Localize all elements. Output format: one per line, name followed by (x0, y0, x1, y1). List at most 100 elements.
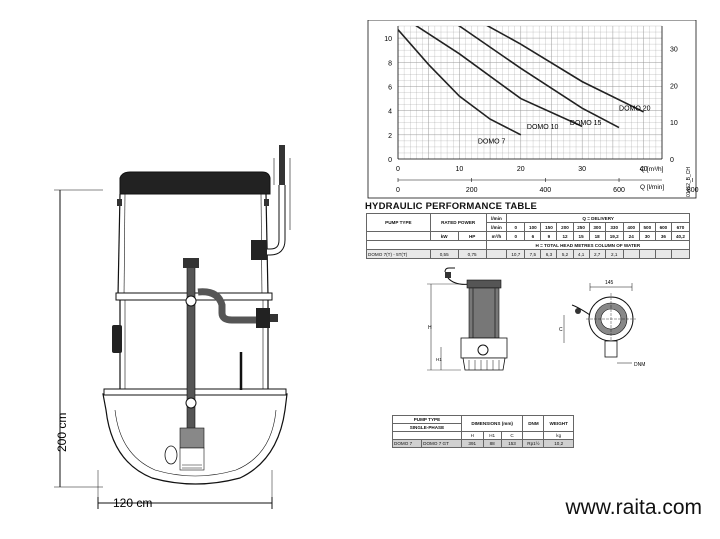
dim-dnm: DNM (522, 415, 545, 432)
x-tick-label: 40 (640, 166, 648, 173)
m3h-value: 30 (638, 231, 656, 241)
x-tick-label: 20 (517, 166, 525, 173)
dim-pump-type: PUMP TYPE (392, 415, 462, 424)
dim-r1-c: 153 (500, 439, 524, 448)
pump-type-blank (366, 231, 431, 241)
dim-dimensions: DIMENSIONS (mm) (460, 415, 524, 432)
lmin-value: 500 (638, 222, 656, 232)
y-tick-label: 8 (388, 60, 392, 67)
y-tick-label: 2 (388, 133, 392, 140)
lmin-row-label: l/min (485, 222, 508, 232)
x-lmin-tick-label: 400 (540, 187, 552, 194)
dim-r1-w: 10,2 (543, 439, 574, 448)
m3h-value: 6 (524, 231, 542, 241)
dim-dnm-blank (522, 431, 545, 440)
website-url[interactable]: www.raita.com (565, 496, 702, 519)
tank-drawing: 200 cm 120 cm (54, 145, 291, 510)
head-value: 7,5 (524, 249, 542, 259)
series-label: DOMO 20 (619, 106, 651, 113)
performance-table-title: HYDRAULIC PERFORMANCE TABLE (365, 201, 537, 212)
pump-h-label: H (428, 325, 432, 331)
pump-side-view: H H1 (427, 267, 508, 371)
head-value: 5,2 (556, 249, 574, 259)
head-value (622, 249, 640, 259)
dim-r1-a: DOMO 7 (391, 439, 423, 448)
dim-h1: H1 (482, 431, 502, 440)
m3h-value: 0 (506, 231, 526, 241)
dim-h: H (460, 431, 484, 440)
pump-type-header: PUMP TYPE (366, 213, 431, 232)
m3h-value: 12 (556, 231, 574, 241)
x-lmin-tick-label: 0 (396, 187, 400, 194)
performance-table: PUMP TYPE RATED POWER l/min Q = DELIVERY… (366, 213, 691, 259)
y-right-tick-label: 20 (670, 83, 678, 90)
dim-r1-h1: 88 (482, 439, 502, 448)
pump-c-label: C (559, 327, 563, 333)
lmin-value: 400 (622, 222, 640, 232)
y-right-tick-label: 0 (670, 157, 674, 164)
series-label: DOMO 7 (478, 138, 506, 145)
rated-power-header: RATED POWER (429, 213, 487, 232)
head-value: 2,7 (588, 249, 606, 259)
dim-c: C (500, 431, 524, 440)
lmin-value: 150 (540, 222, 558, 232)
lmin-value: 100 (524, 222, 542, 232)
series-label: DOMO 10 (527, 124, 559, 131)
x-axis-label-lmin: Q [l/min] (640, 184, 664, 191)
m3h-value: 19,2 (604, 231, 624, 241)
dimensions-table: PUMP TYPE DIMENSIONS (mm) DNM WEIGHT SIN… (391, 415, 574, 448)
x-lmin-tick-label: 800 (687, 187, 699, 194)
x-tick-label: 10 (455, 166, 463, 173)
series-line (415, 26, 583, 128)
series-line (398, 29, 522, 136)
y-right-tick-label: 10 (670, 120, 678, 127)
chart-code: 01452_B_CH (686, 167, 692, 197)
hp-header: HP (457, 231, 487, 241)
head-value: 10,7 (506, 249, 526, 259)
lmin-value: 200 (556, 222, 574, 232)
m3h-value: 18 (588, 231, 606, 241)
m3h-row-label: m³/h (485, 231, 508, 241)
row-hp: 0,75 (457, 249, 487, 259)
row-kw: 0,55 (429, 249, 459, 259)
kw-header: kW (429, 231, 459, 241)
head-value: 4,1 (572, 249, 590, 259)
tank-height-label: 200 cm (55, 413, 69, 452)
m3h-value: 36 (654, 231, 672, 241)
m3h-value: 9 (540, 231, 558, 241)
dim-r1-dnm: Rp1½ (522, 439, 545, 448)
m3h-value: 24 (622, 231, 640, 241)
q-delivery-header: Q = DELIVERY (506, 213, 690, 223)
head-value (638, 249, 656, 259)
head-value: 6,3 (540, 249, 558, 259)
dim-r1-h: 391 (460, 439, 484, 448)
lmin-value: 300 (588, 222, 606, 232)
lmin-value: 250 (572, 222, 590, 232)
lmin-unit: l/min (485, 213, 508, 223)
y-tick-label: 6 (388, 84, 392, 91)
y-tick-label: 10 (384, 36, 392, 43)
tank-width-label: 120 cm (113, 496, 152, 510)
x-lmin-tick-label: 600 (613, 187, 625, 194)
dim-kg: kg (543, 431, 574, 440)
lmin-value: 600 (654, 222, 672, 232)
lmin-value: 330 (604, 222, 624, 232)
x-axis-label-m3h: Q [m³/h] (640, 166, 664, 173)
series-label: DOMO 15 (570, 120, 602, 127)
dim-weight: WEIGHT (543, 415, 574, 432)
head-label: H = TOTAL HEAD METRES COLUMN OF WATER (485, 240, 691, 250)
head-blank (366, 240, 487, 250)
series-line (486, 26, 644, 113)
pump-h1-label: H1 (436, 357, 442, 362)
pump-145-label: 145 (605, 280, 614, 286)
x-tick-label: 0 (396, 166, 400, 173)
x-tick-label: 30 (578, 166, 586, 173)
m3h-value: 15 (572, 231, 590, 241)
lmin-value: 0 (506, 222, 526, 232)
dim-blank (392, 431, 462, 440)
row-blank (485, 249, 508, 259)
row-pump-name: DOMO 7(T) - 5T(T) (366, 249, 431, 259)
head-value (670, 249, 691, 259)
x-lmin-tick-label: 200 (466, 187, 478, 194)
